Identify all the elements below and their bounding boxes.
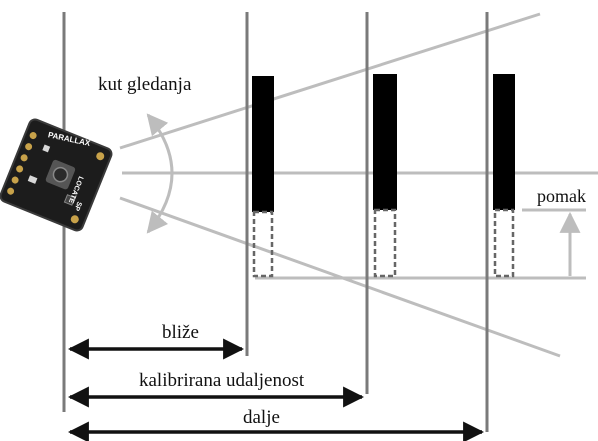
target-closer	[252, 76, 274, 278]
offset-label: pomak	[537, 186, 586, 206]
target-bar	[373, 74, 397, 210]
target-farther	[493, 74, 515, 278]
distance-arrows	[67, 338, 485, 441]
viewing-angle-label: kut gledanja	[98, 74, 192, 95]
target-bar	[252, 76, 274, 212]
angle-arc	[146, 113, 174, 234]
distance-walls	[62, 12, 489, 432]
farther-label: dalje	[243, 407, 280, 428]
target-shadow	[252, 210, 274, 278]
sensor-module-icon: PARALLAX LOCATE SP	[0, 118, 113, 232]
closer-label: bliže	[162, 322, 199, 343]
target-bar	[493, 74, 515, 210]
viewing-angle-arc	[146, 113, 174, 234]
fov-upper-line	[119, 12, 541, 150]
guide-lines	[119, 12, 598, 358]
calibrated-distance-label: kalibrirana udaljenost	[139, 370, 305, 391]
target-shadow	[373, 208, 397, 278]
board-text-3: SP	[72, 200, 82, 212]
target-shadow	[493, 208, 515, 278]
target-calibrated	[373, 74, 397, 278]
